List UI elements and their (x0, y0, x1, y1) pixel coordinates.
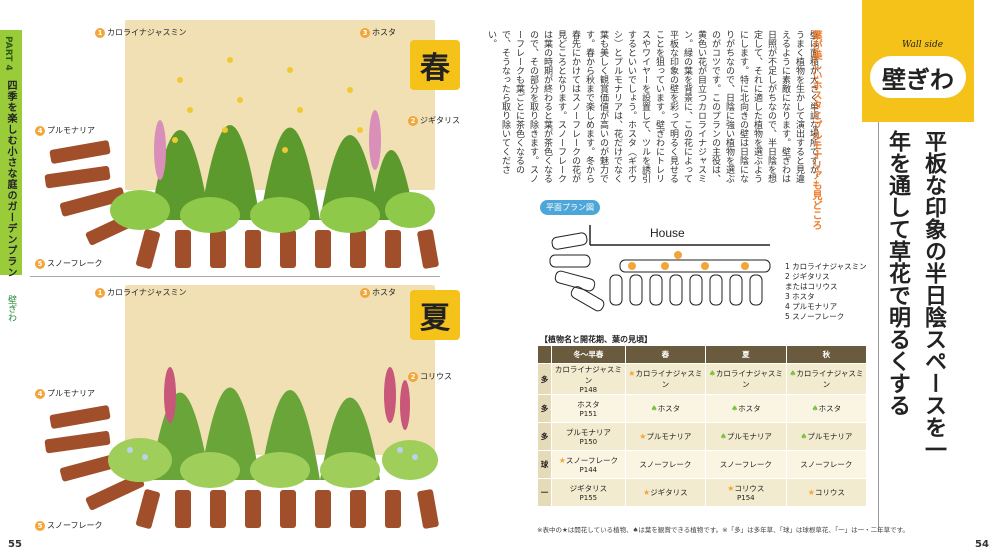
plan-legend: 1 カロライナジャスミン 2 ジギタリス またはコリウス 3 ホスタ 4 プルモ… (785, 262, 867, 321)
garden-drawing (44, 57, 439, 269)
part-label: PART 4 (3, 36, 13, 71)
headline: 平板な印象の半日陰スペースを一年を通して草花で明るくする (885, 130, 947, 460)
floor-plan-drawing: House (549, 225, 771, 312)
section-title: 壁ぎわ (870, 56, 966, 98)
season-badge-summer: 夏 (410, 290, 460, 340)
section-side-title: 四季を楽しむ小さな庭のガーデンプラン (5, 80, 16, 278)
wall-side-label: Wall side (902, 40, 944, 50)
house-label: House (650, 226, 685, 240)
part-sidebar (0, 30, 22, 275)
table-note: ※表中の★は開花している植物、♠は葉を観賞できる植物です。※「多」は多年草、「球… (537, 526, 909, 534)
season-badge-spring: 春 (410, 40, 460, 90)
table-title: 【植物名と開花期、葉の見頃】 (540, 335, 652, 344)
season-divider (30, 276, 440, 277)
table-header-row: 冬～早春 春 夏 秋 (537, 345, 868, 364)
article-subhead: 葉が美しいホスタとプルモナリアも見どころ (810, 30, 821, 230)
garden-drawing (44, 367, 439, 529)
article-body: 壁は面積が大きく単調な場所ですが、うまく植物を生かして演出すると見違えるように素… (486, 30, 818, 183)
headline-rule (878, 122, 879, 532)
page-number-right: 54 (975, 539, 989, 550)
plan-title: 平面プラン図 (540, 200, 600, 215)
section-tag: 壁ぎわ (6, 295, 16, 322)
page-number-left: 55 (8, 539, 22, 550)
